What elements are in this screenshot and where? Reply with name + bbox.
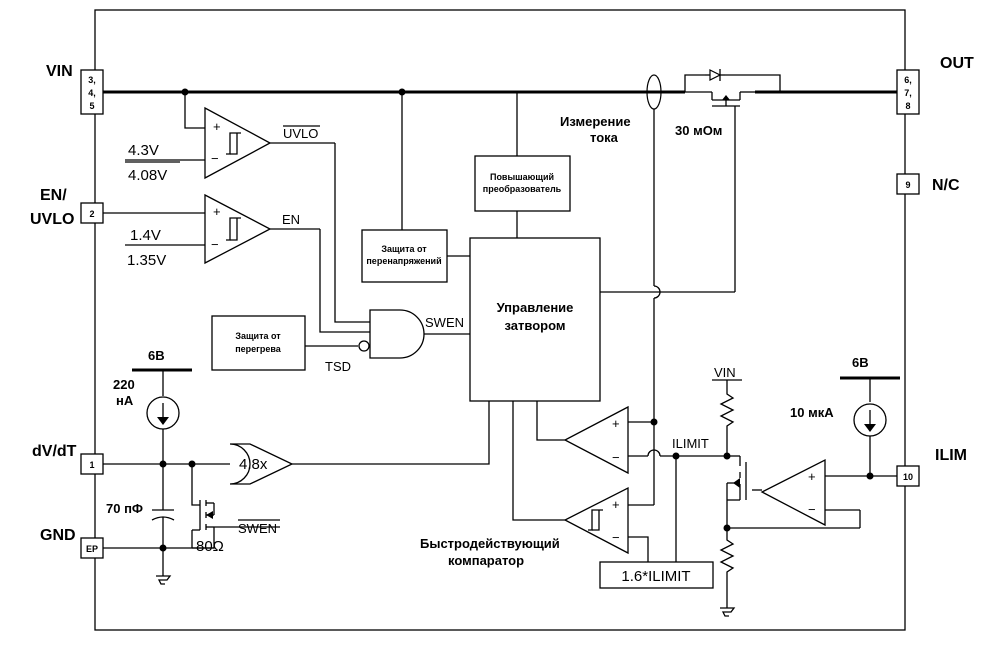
pin-label-gnd: GND: [40, 527, 76, 544]
uvlo-threshold-high: 4.3V: [128, 142, 159, 159]
vin-sense-label: VIN: [714, 365, 736, 380]
fast-limit-box: [599, 561, 714, 589]
svg-text:+: +: [612, 497, 620, 512]
svg-text:Повышающий: Повышающий: [490, 172, 554, 182]
svg-text:преобразователь: преобразователь: [483, 184, 562, 194]
svg-text:−: −: [612, 530, 620, 545]
pin-ilim: 10: [896, 465, 920, 487]
left-supply: 6В: [148, 348, 165, 363]
svg-text:5: 5: [89, 101, 94, 111]
svg-text:+: +: [808, 469, 816, 484]
pass-mosfet: [684, 69, 781, 292]
capacitor-value: 70 пФ: [106, 501, 143, 516]
svg-text:Защита от: Защита от: [381, 244, 427, 254]
svg-text:−: −: [808, 502, 816, 517]
svg-text:1: 1: [89, 460, 94, 470]
svg-text:6,: 6,: [904, 75, 912, 85]
current-limit-comparator: [563, 405, 629, 475]
svg-text:4.8x: 4.8x: [239, 456, 268, 473]
pin-label-out: OUT: [940, 55, 974, 72]
en-threshold-high: 1.4V: [130, 227, 161, 244]
gate-control-block: [469, 237, 601, 402]
pin-en-uvlo: 2: [80, 202, 104, 224]
pin-label-vin: VIN: [46, 63, 73, 80]
pin-label-dvdt: dV/dT: [32, 443, 77, 460]
swen-bar-signal: SWEN: [238, 521, 277, 536]
fast-comparator: [563, 486, 629, 555]
thermal-protection-block: [211, 315, 306, 371]
boost-converter-block: [474, 155, 571, 212]
svg-text:перенапряжений: перенапряжений: [366, 256, 441, 266]
svg-text:перегрева: перегрева: [235, 344, 282, 354]
gain-amplifier: [229, 443, 294, 485]
gate-control-label-1: Управление: [497, 300, 574, 315]
svg-text:Защита от: Защита от: [235, 331, 281, 341]
pin-label-nc: N/C: [932, 177, 960, 194]
current-sense-label-2: тока: [590, 130, 619, 145]
svg-text:9: 9: [905, 180, 910, 190]
discharge-resistance: 80Ω: [196, 538, 224, 555]
en-threshold-low: 1.35V: [127, 252, 166, 269]
svg-text:+: +: [612, 416, 620, 431]
pin-nc: 9: [896, 173, 920, 195]
uvlo-signal: UVLO: [283, 126, 318, 141]
mosfet-resistance: 30 мОм: [675, 123, 722, 138]
pin-gnd: EP: [80, 537, 104, 559]
uvlo-threshold-low: 4.08V: [128, 167, 167, 184]
pin-vin: 3, 4, 5: [80, 69, 104, 115]
right-current-value: 10 мкА: [790, 405, 834, 420]
svg-text:−: −: [211, 151, 219, 166]
pin-dvdt: 1: [80, 453, 104, 475]
svg-text:−: −: [211, 237, 219, 252]
left-current-value: 220: [113, 377, 135, 392]
chip-outline: [94, 9, 906, 631]
svg-text:1.6*ILIMIT: 1.6*ILIMIT: [621, 568, 690, 585]
ilim-amplifier: [760, 458, 826, 527]
right-supply: 6В: [852, 355, 869, 370]
svg-text:10: 10: [903, 472, 913, 482]
svg-text:3,: 3,: [88, 75, 96, 85]
swen-signal: SWEN: [425, 315, 464, 330]
pin-label-ilim: ILIM: [935, 447, 967, 464]
svg-text:EP: EP: [86, 544, 98, 554]
svg-text:8: 8: [905, 101, 910, 111]
fast-comparator-label-1: Быстродействующий: [420, 536, 560, 551]
svg-text:+: +: [213, 204, 221, 219]
sense-mosfet: [727, 455, 762, 501]
gate-control-label-2: затвором: [505, 318, 566, 333]
discharge-mosfet: [191, 464, 280, 549]
svg-text:+: +: [213, 119, 221, 134]
current-sense-label-1: Измерение: [560, 114, 631, 129]
svg-text:7,: 7,: [904, 88, 912, 98]
pin-label-en: EN/: [40, 187, 67, 204]
en-signal: EN: [282, 212, 300, 227]
and-gate: [369, 309, 425, 359]
left-current-unit: нА: [116, 393, 134, 408]
ilimit-signal: ILIMIT: [672, 436, 709, 451]
svg-text:2: 2: [89, 209, 94, 219]
ground-symbol: [156, 575, 172, 585]
fast-comparator-label-2: компаратор: [448, 553, 524, 568]
svg-text:−: −: [612, 450, 620, 465]
svg-text:4,: 4,: [88, 88, 96, 98]
tsd-signal: TSD: [325, 359, 351, 374]
pin-label-uvlo: UVLO: [30, 211, 74, 228]
pin-out: 6, 7, 8: [896, 69, 920, 115]
